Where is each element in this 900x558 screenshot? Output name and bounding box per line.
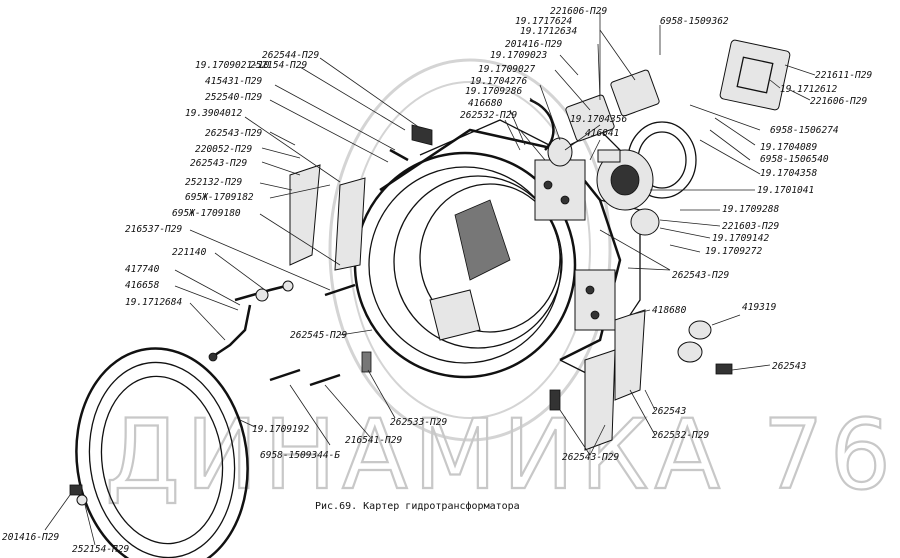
part-label: 262532-П29	[652, 430, 709, 441]
part-label: 19.1709288	[722, 204, 779, 215]
part-label: 221611-П29	[815, 70, 872, 81]
part-label: 221140	[172, 247, 207, 258]
part-label: 6958-1506274	[770, 125, 839, 136]
part-label: 262532-П29	[460, 110, 517, 121]
part-label: 221603-П29	[722, 221, 779, 232]
part-label: 252540-П29	[205, 92, 262, 103]
part-label: 695Ж-1709182	[185, 192, 254, 203]
housing-cover-ring	[75, 347, 249, 558]
part-label: 262543	[772, 361, 807, 372]
part-label: 418680	[652, 305, 687, 316]
part-label: 216541-П29	[345, 435, 402, 446]
lower-right-parts	[69, 283, 733, 506]
part-label: 19.1704358	[760, 168, 817, 179]
part-label: 6958-1509362	[660, 16, 729, 27]
part-label: 19.1709142	[712, 233, 769, 244]
part-label: 216537-П29	[125, 224, 182, 235]
part-label: 19.1709192	[252, 424, 309, 435]
watermark-text: ДИНАМИКА 76	[105, 399, 897, 511]
part-label: 19.1709027	[478, 64, 535, 75]
part-label: 19.1709021-10	[195, 60, 270, 71]
part-label: 221606-П29	[550, 6, 607, 17]
part-label: 19.1717624	[515, 16, 572, 27]
leader-lines	[44, 12, 816, 546]
part-label: 19.1709023	[490, 50, 547, 61]
converter-housing	[353, 119, 641, 381]
part-label: 6958-1509344-Б	[260, 450, 340, 461]
part-label: 415431-П29	[205, 76, 262, 87]
part-label: 262544-П29	[262, 50, 319, 61]
part-label: 19.1704356	[570, 114, 627, 125]
part-labels: 262544-П29 252154-П29 19.1709021-10 4154…	[2, 6, 872, 555]
part-label: 19.1704089	[760, 142, 817, 153]
part-label: 262543-П29	[562, 452, 619, 463]
part-label: 201416-П29	[505, 39, 562, 50]
part-label: 252154-П29	[72, 544, 129, 555]
part-label: 416680	[468, 98, 503, 109]
part-label: 201416-П29	[2, 532, 59, 543]
part-label: 695Ж-1709180	[172, 208, 241, 219]
part-label: 19.1709286	[465, 86, 522, 97]
part-label: 19.1712612	[780, 84, 837, 95]
part-label: 220052-П29	[195, 144, 252, 155]
part-label: 262543-П29	[205, 128, 262, 139]
part-label: 416658	[125, 280, 160, 291]
part-label: 19.1712634	[520, 26, 577, 37]
perforated-covers	[289, 164, 646, 451]
part-label: 262545-П29	[290, 330, 347, 341]
part-label: 19.1704276	[470, 76, 527, 87]
part-label: 19.3904012	[185, 108, 242, 119]
part-label: 19.1701041	[757, 185, 814, 196]
part-label: 19.1712684	[125, 297, 182, 308]
part-label: 416041	[585, 128, 619, 139]
part-label: 262543-П29	[190, 158, 247, 169]
part-label: 419319	[742, 302, 777, 313]
part-label: 6958-1506540	[760, 154, 829, 165]
part-label: 19.1709272	[705, 246, 762, 257]
part-label: 262543-П29	[672, 270, 729, 281]
part-label: 252154-П29	[250, 60, 307, 71]
part-label: 262533-П29	[390, 417, 447, 428]
pipe-assembly	[208, 280, 294, 362]
part-label: 262543	[652, 406, 687, 417]
part-label: 221606-П29	[810, 96, 867, 107]
figure-caption: Рис.69. Картер гидротрансформатора	[315, 500, 520, 512]
part-label: 417740	[125, 264, 160, 275]
part-label: 252132-П29	[185, 177, 242, 188]
watermark-logo: ДИНАМИКА 76	[104, 58, 897, 512]
